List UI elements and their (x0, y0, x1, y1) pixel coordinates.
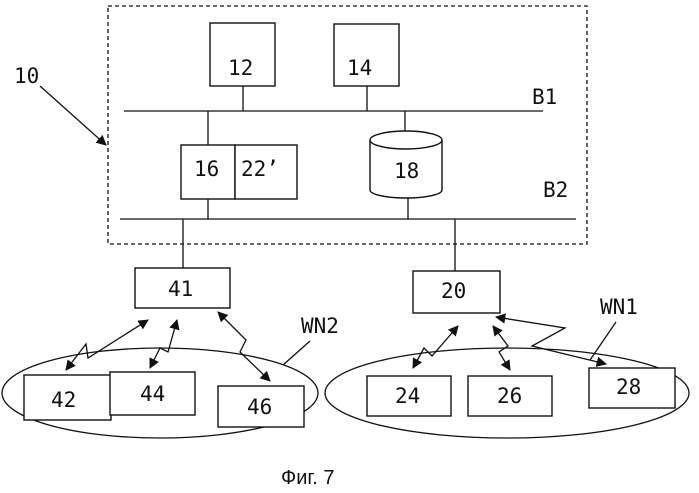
node-41-label: 41 (168, 277, 193, 301)
node-28-label: 28 (616, 375, 641, 399)
bus-b2-label: B2 (543, 178, 568, 202)
wireless-link-20-28 (496, 317, 606, 364)
network-wn1-label: WN1 (600, 295, 638, 319)
bus-b1-label: B1 (532, 85, 557, 109)
wireless-link-41-44 (150, 320, 177, 368)
node-42-label: 42 (51, 388, 76, 412)
node-24-label: 24 (395, 384, 420, 408)
node-14-label: 14 (347, 56, 372, 80)
node-22-label: 22’ (241, 157, 279, 181)
node-20-label: 20 (441, 279, 466, 303)
system-label: 10 (14, 64, 39, 88)
wireless-link-41-42 (66, 320, 148, 370)
node-26-label: 26 (497, 384, 522, 408)
node-46-label: 46 (247, 395, 272, 419)
system-pointer-arrow (40, 86, 106, 145)
node-16-label: 16 (194, 157, 219, 181)
wireless-link-20-24 (413, 326, 458, 368)
node-18-cylinder-top (370, 131, 442, 149)
figure-caption: Фиг. 7 (281, 467, 334, 489)
wireless-link-41-46 (218, 312, 270, 381)
node-18-label: 18 (394, 159, 419, 183)
network-wn2-label: WN2 (301, 314, 339, 338)
node-44-label: 44 (140, 382, 165, 406)
network-wn2-leader (283, 341, 310, 365)
node-12-label: 12 (228, 56, 253, 80)
